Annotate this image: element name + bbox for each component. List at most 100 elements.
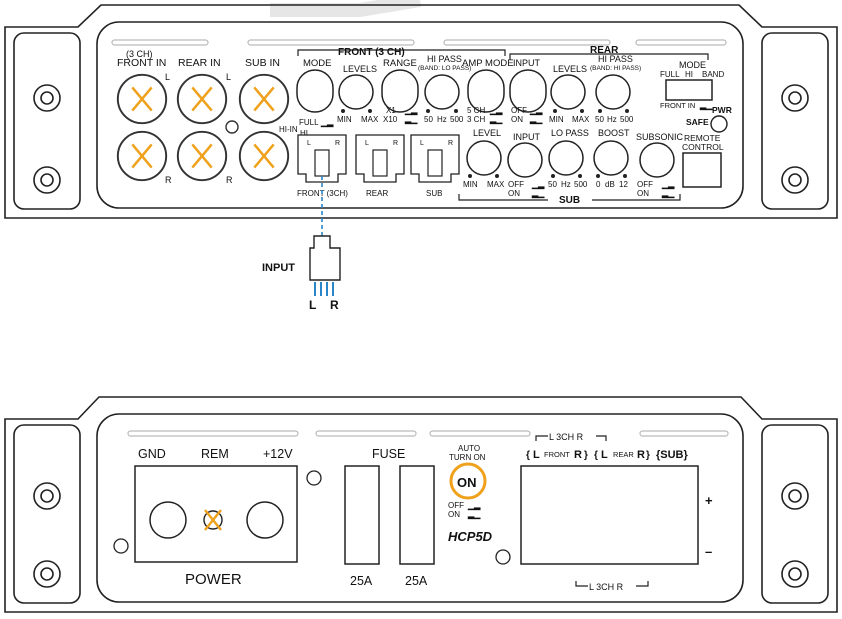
rear-header: REAR — [590, 45, 619, 56]
speaker-rear-r: R — [637, 449, 645, 461]
sub-boost-knob[interactable] — [593, 140, 629, 176]
rear-hipass-knob[interactable] — [595, 74, 631, 110]
switch-icon: ▁▂ — [661, 180, 675, 190]
sub-input-switch[interactable] — [507, 142, 543, 178]
hi-in-sub-r: R — [448, 140, 453, 147]
switch-icon: ▂▁ — [467, 510, 481, 520]
sub-subsonic-switch[interactable] — [639, 142, 675, 178]
plus12v-label: +12V — [263, 447, 293, 461]
switch-icon: ▂▁ — [699, 101, 713, 111]
front-in-sublabel: (3 CH) — [126, 49, 153, 59]
pwr-label: PWR — [712, 105, 732, 115]
rear-levels-knob[interactable] — [550, 74, 586, 110]
front-in-right-marker: R — [165, 175, 172, 185]
speaker-rear-label: REAR — [613, 450, 634, 459]
model-label: HCP5D — [448, 529, 493, 544]
rear-levels-min: MIN — [549, 115, 564, 124]
remote-control-label-2: CONTROL — [682, 142, 724, 152]
sub-level-knob[interactable] — [466, 140, 502, 176]
sub-lopass-knob[interactable] — [548, 140, 584, 176]
pwr-led — [710, 115, 728, 133]
bottom-chassis-outline — [4, 396, 838, 613]
auto-turn-on-switch[interactable]: ON — [449, 462, 487, 500]
switch-icon: ▁▂ — [404, 106, 418, 116]
front-mode-switch[interactable] — [296, 69, 334, 113]
rca-sub-in-left[interactable] — [238, 73, 290, 125]
rear-input-switch[interactable] — [509, 69, 547, 113]
speaker-front-l: L — [533, 449, 540, 461]
mode-slide-switch[interactable] — [665, 79, 713, 101]
sub-lopass-50: 50 — [548, 180, 557, 189]
hi-in-front-l: L — [307, 140, 311, 147]
sub-boost-0: 0 — [596, 180, 601, 189]
rear-header-bracket — [509, 53, 709, 60]
speaker-terminal-block[interactable] — [520, 465, 699, 565]
sub-level-max: MAX — [487, 180, 505, 189]
top-panel-slots — [111, 39, 727, 46]
sub-level-min: MIN — [463, 180, 478, 189]
auto-off-label: OFF — [448, 501, 464, 510]
fuse-a[interactable] — [344, 465, 380, 565]
bottom-left-bolt-bottom — [33, 560, 61, 588]
switch-icon: ▂▁ — [661, 189, 675, 199]
input-cable: INPUT L R — [262, 176, 341, 312]
right-mount-bolt-top — [781, 84, 809, 112]
fuse-b[interactable] — [399, 465, 435, 565]
fuse-b-rating: 25A — [405, 574, 428, 588]
sub-lopass-label: LO PASS — [551, 128, 589, 138]
speaker-front-label: FRONT — [544, 450, 570, 459]
remote-control-port[interactable] — [682, 152, 722, 188]
right-mount-plate — [761, 32, 829, 210]
input-plug-label: INPUT — [262, 262, 295, 274]
switch-icon: ▁▂ — [489, 106, 503, 116]
rca-sub-in-right[interactable] — [238, 130, 290, 182]
plus12v-terminal[interactable] — [246, 501, 284, 539]
speaker-bottom-bracket-label: L 3CH R — [589, 582, 624, 592]
hi-in-label: HI-IN — [279, 125, 298, 134]
front-in-left-marker: L — [165, 72, 170, 82]
front-range-switch[interactable] — [381, 69, 419, 113]
input-plug[interactable] — [309, 235, 341, 281]
amp-mode-3ch: 3 CH — [467, 115, 485, 124]
rca-rear-in-left[interactable] — [176, 73, 228, 125]
amp-mode-switch[interactable] — [467, 69, 505, 113]
rear-input-on: ON — [511, 115, 523, 124]
front-hipass-knob[interactable] — [424, 74, 460, 110]
rca-rear-in-right[interactable] — [176, 130, 228, 182]
sub-boost-label: BOOST — [598, 128, 630, 138]
amp-mode-5ch: 5 CH — [467, 106, 485, 115]
right-mount-bolt-bottom — [781, 166, 809, 194]
rem-terminal[interactable] — [203, 509, 223, 531]
rear-hipass-50: 50 — [595, 115, 604, 124]
sub-subsonic-on: ON — [637, 189, 649, 198]
front-range-x10: X10 — [383, 115, 398, 124]
top-control-panel — [96, 21, 744, 209]
switch-icon: ▁▂ — [531, 180, 545, 190]
hi-in-sub-connector[interactable] — [410, 134, 460, 183]
sub-boost-12: 12 — [619, 180, 628, 189]
hi-in-rear-label: REAR — [366, 189, 388, 198]
front-levels-knob[interactable] — [338, 74, 374, 110]
rear-levels-label: LEVELS — [553, 64, 587, 74]
front-hipass-sublabel: (BAND: LO PASS) — [418, 65, 471, 72]
rca-front-in-right[interactable] — [116, 130, 168, 182]
rca-front-in-left[interactable] — [116, 73, 168, 125]
auto-turn-on-label-2: TURN ON — [449, 453, 486, 462]
rear-hipass-label: HI PASS — [598, 54, 633, 64]
rear-hipass-hz: Hz — [607, 115, 617, 124]
top-panel: (3 CH) FRONT IN REAR IN SUB IN L L R R F… — [4, 4, 838, 219]
rear-input-off: OFF — [511, 106, 527, 115]
hi-in-rear-connector[interactable] — [355, 134, 405, 183]
gnd-terminal[interactable] — [149, 501, 187, 539]
auto-turn-on-label-1: AUTO — [458, 444, 480, 453]
gnd-label: GND — [138, 447, 166, 461]
speaker-bracket-close-icon: } — [646, 450, 650, 461]
sub-lopass-hz: Hz — [561, 180, 571, 189]
front-hipass-label: HI PASS — [427, 54, 462, 64]
speaker-bracket-open-icon: { — [594, 450, 598, 461]
switch-icon: ▂▁ — [529, 115, 543, 125]
rear-hipass-sublabel: (BAND: HI PASS) — [590, 65, 641, 72]
front-levels-min: MIN — [337, 115, 352, 124]
auto-on-label: ON — [448, 510, 460, 519]
bottom-left-mount-plate — [13, 424, 81, 604]
